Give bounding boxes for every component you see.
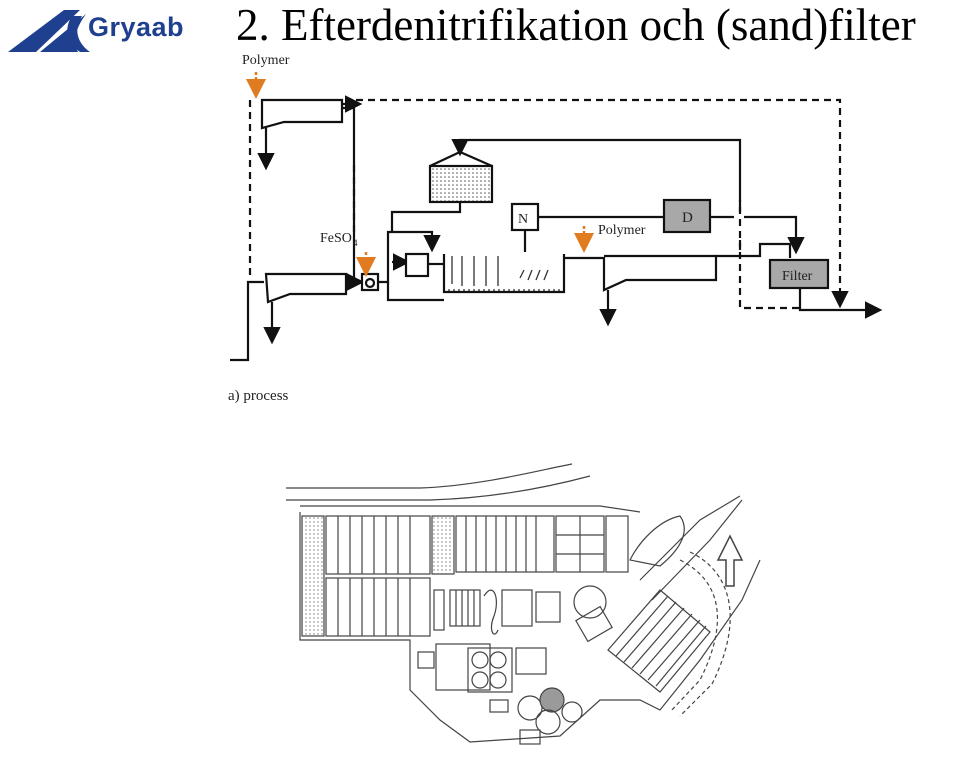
logo-text: Gryaab <box>88 12 185 42</box>
polymer-mid-label: Polymer <box>598 223 646 238</box>
feso4-subscript: 4 <box>353 238 358 248</box>
filter-label: Filter <box>782 269 813 284</box>
d-box-label: D <box>682 210 693 226</box>
process-caption: a) process <box>228 388 289 404</box>
page-title: 2. Efterdenitrifikation och (sand)filter <box>236 0 916 50</box>
site-map <box>286 463 761 745</box>
n-box-label: N <box>518 212 528 227</box>
gryaab-logo <box>8 10 90 52</box>
header: Gryaab 2. Efterdenitrifikation och (sand… <box>0 0 960 70</box>
polymer-top-label: Polymer <box>242 53 290 68</box>
feso4-label: FeSO <box>320 231 352 246</box>
